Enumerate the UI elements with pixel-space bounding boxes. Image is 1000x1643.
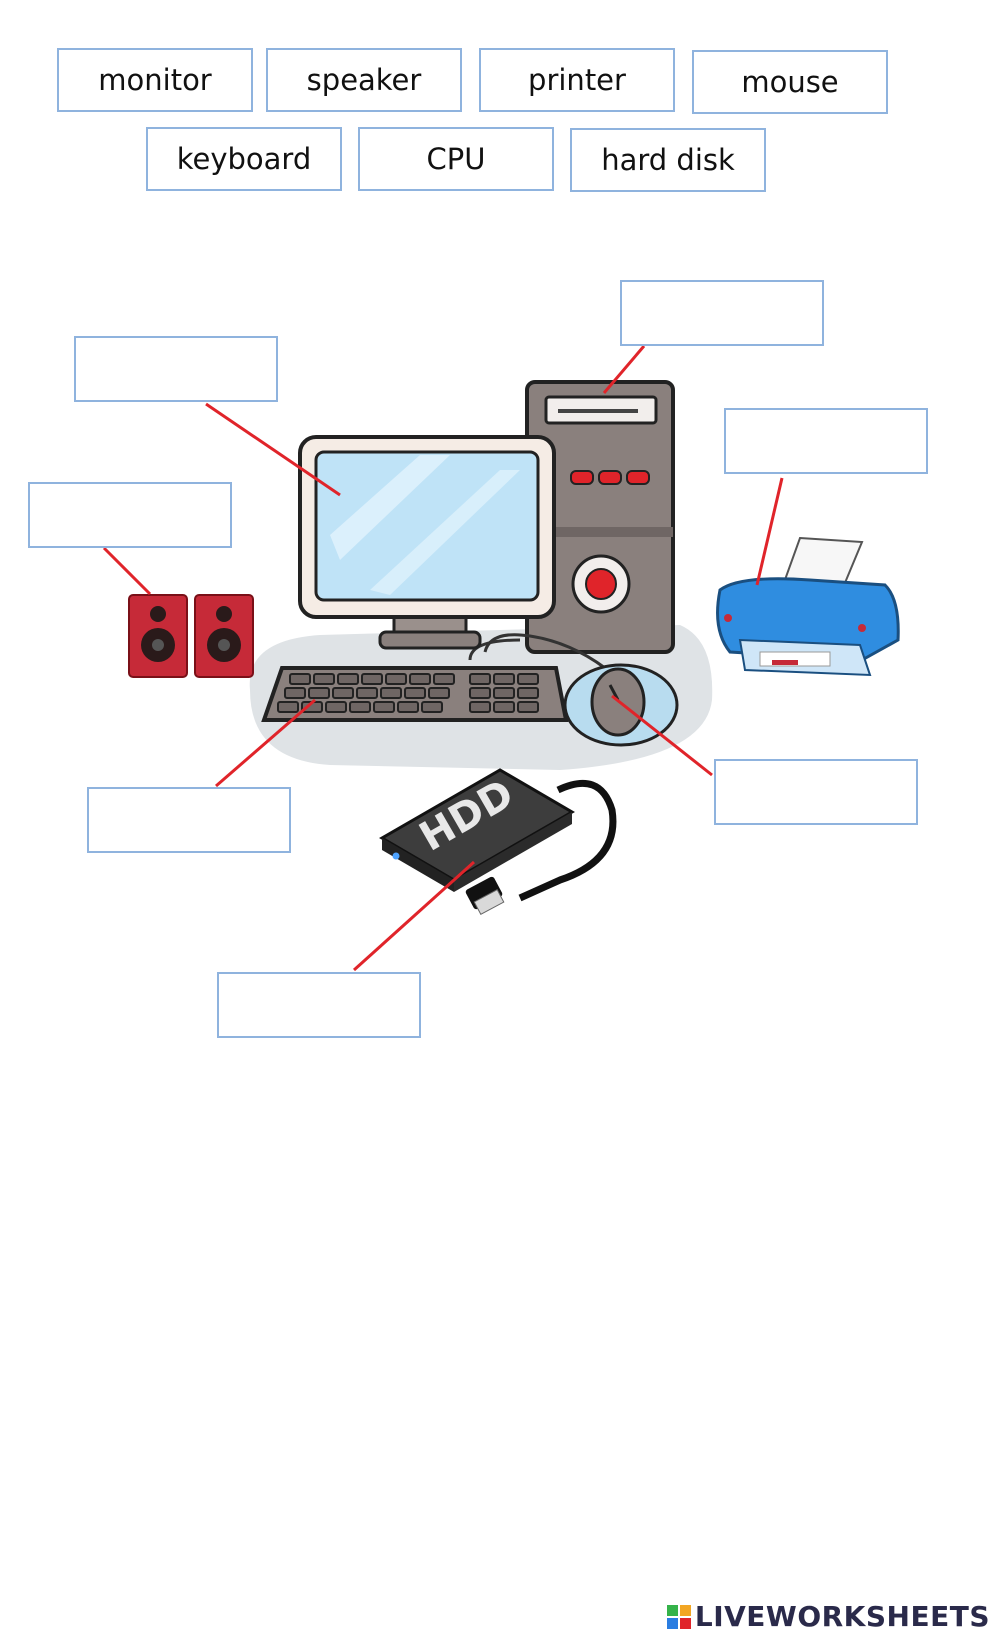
- word-speaker[interactable]: speaker: [266, 48, 462, 112]
- monitor-icon: [298, 435, 556, 650]
- printer-icon: [716, 536, 900, 677]
- cpu-tower-icon: [525, 380, 675, 654]
- hard-disk-icon: HDD: [379, 768, 617, 915]
- answer-box-printer[interactable]: [724, 408, 928, 474]
- answer-box-mouse[interactable]: [714, 759, 918, 825]
- answer-box-keyboard[interactable]: [87, 787, 291, 853]
- answer-box-cpu[interactable]: [620, 280, 824, 346]
- liveworksheets-logo: LIVEWORKSHEETS: [666, 1600, 990, 1633]
- word-cpu[interactable]: CPU: [358, 127, 554, 191]
- word-hard-disk[interactable]: hard disk: [570, 128, 766, 192]
- word-printer[interactable]: printer: [479, 48, 675, 112]
- brand-text: LIVEWORKSHEETS: [694, 1600, 990, 1633]
- word-mouse[interactable]: mouse: [692, 50, 888, 114]
- computer-illustration: HDD: [102, 345, 900, 972]
- keyboard-icon: [261, 666, 569, 722]
- word-monitor[interactable]: monitor: [57, 48, 253, 112]
- word-keyboard[interactable]: keyboard: [146, 127, 342, 191]
- pointer-lines: [102, 345, 784, 972]
- answer-box-monitor[interactable]: [74, 336, 278, 402]
- answer-box-hard-disk[interactable]: [217, 972, 421, 1038]
- answer-box-speaker[interactable]: [28, 482, 232, 548]
- logo-grid-icon: [666, 1604, 691, 1629]
- speaker-icon: [128, 594, 254, 678]
